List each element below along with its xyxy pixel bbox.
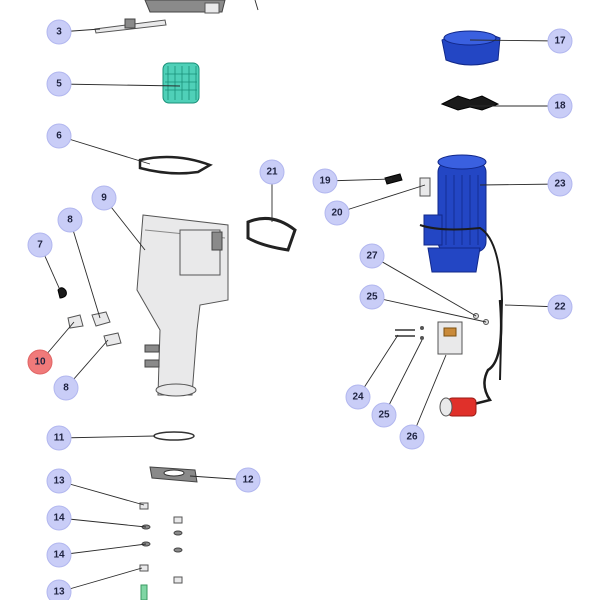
callout-circle: [324, 200, 350, 226]
callout-c22[interactable]: 22: [547, 294, 573, 320]
spring-clip-part: [57, 287, 67, 299]
frame-gasket-part: [246, 216, 297, 252]
callout-c25a[interactable]: 25: [359, 284, 385, 310]
callout-circle: [46, 425, 72, 451]
callout-label: 13: [53, 587, 65, 598]
callout-label: 10: [34, 357, 46, 368]
callout-label: 14: [53, 550, 65, 561]
shaft-part: [94, 18, 167, 34]
callout-circle: [547, 28, 573, 54]
callout-label: 22: [554, 302, 566, 313]
callout-c23[interactable]: 23: [547, 171, 573, 197]
callout-label: 18: [554, 101, 566, 112]
callout-c19[interactable]: 19: [312, 168, 338, 194]
callout-circle: [46, 123, 72, 149]
callout-c7[interactable]: 7: [27, 232, 53, 258]
o-ring-part: [153, 431, 195, 441]
callout-label: 14: [53, 513, 65, 524]
callout-c8b[interactable]: 8: [53, 375, 79, 401]
filter-basket-part: [162, 62, 200, 104]
connector-part: [384, 173, 403, 185]
callout-label: 25: [378, 410, 390, 421]
callout-label: 19: [319, 176, 331, 187]
callout-circle: [57, 207, 83, 233]
callout-label: 21: [266, 167, 278, 178]
callout-label: 8: [67, 215, 73, 226]
callout-c14b[interactable]: 14: [46, 542, 72, 568]
leader-lines: [39, 28, 561, 593]
callout-c26[interactable]: 26: [399, 424, 425, 450]
fan-part: [440, 95, 500, 111]
callout-circle: [235, 467, 261, 493]
fastener-parts: [139, 502, 183, 600]
callout-c24[interactable]: 24: [345, 384, 371, 410]
callout-circle: [371, 402, 397, 428]
callout-badges: 3 5 6 9 8 7 10 8 11 12 13 14 14 13 17 18 21 19 20 23 27 25 22 2…: [27, 19, 573, 600]
callout-label: 23: [554, 179, 566, 190]
callout-c17[interactable]: 17: [547, 28, 573, 54]
callout-circle: [46, 19, 72, 45]
switch-box-part: [437, 321, 463, 355]
hopper-body-part: [136, 214, 229, 397]
callout-label: 25: [366, 292, 378, 303]
power-cable-part: [439, 299, 503, 417]
callout-label: 6: [56, 131, 62, 142]
callout-c13a[interactable]: 13: [46, 468, 72, 494]
callout-label: 7: [37, 240, 43, 251]
callout-label: 13: [53, 476, 65, 487]
callout-circle: [345, 384, 371, 410]
callout-circle: [46, 542, 72, 568]
callout-label: 8: [63, 383, 69, 394]
callout-circle: [46, 468, 72, 494]
callout-label: 5: [56, 79, 62, 90]
callout-c27[interactable]: 27: [359, 243, 385, 269]
callout-label: 9: [101, 193, 107, 204]
callout-circle: [27, 232, 53, 258]
callout-circle: [359, 243, 385, 269]
callout-label: 26: [406, 432, 418, 443]
callout-circle: [547, 93, 573, 119]
callout-c9[interactable]: 9: [91, 185, 117, 211]
callout-label: 11: [54, 433, 65, 444]
clamp-parts: [67, 311, 122, 347]
callout-circle: [27, 349, 53, 375]
gasket-part: [138, 155, 213, 175]
flange-part: [149, 466, 198, 483]
callout-c25b[interactable]: 25: [371, 402, 397, 428]
callout-circle: [359, 284, 385, 310]
motor-part: [419, 154, 504, 381]
callout-circle: [399, 424, 425, 450]
callout-c10[interactable]: 10: [27, 349, 53, 375]
callout-label: 20: [331, 208, 343, 219]
callout-label: 3: [56, 27, 62, 38]
callout-circle: [46, 71, 72, 97]
callout-c13b[interactable]: 13: [46, 579, 72, 600]
callout-c12[interactable]: 12: [235, 467, 261, 493]
callout-c11[interactable]: 11: [46, 425, 72, 451]
callout-c5[interactable]: 5: [46, 71, 72, 97]
callout-circle: [53, 375, 79, 401]
callout-circle: [46, 579, 72, 600]
callout-c3[interactable]: 3: [46, 19, 72, 45]
callout-c8a[interactable]: 8: [57, 207, 83, 233]
callout-label: 12: [242, 475, 254, 486]
callout-circle: [547, 171, 573, 197]
callout-c14a[interactable]: 14: [46, 505, 72, 531]
callout-circle: [259, 159, 285, 185]
fan-cover-part: [441, 30, 501, 66]
callout-circle: [46, 505, 72, 531]
callout-circle: [91, 185, 117, 211]
callout-circle: [312, 168, 338, 194]
callout-c21[interactable]: 21: [259, 159, 285, 185]
callout-c20[interactable]: 20: [324, 200, 350, 226]
callout-label: 24: [352, 392, 364, 403]
top-housing-part: [144, 0, 259, 14]
callout-label: 27: [366, 251, 378, 262]
callout-label: 17: [554, 36, 566, 47]
callout-c6[interactable]: 6: [46, 123, 72, 149]
callout-circle: [547, 294, 573, 320]
callout-c18[interactable]: 18: [547, 93, 573, 119]
